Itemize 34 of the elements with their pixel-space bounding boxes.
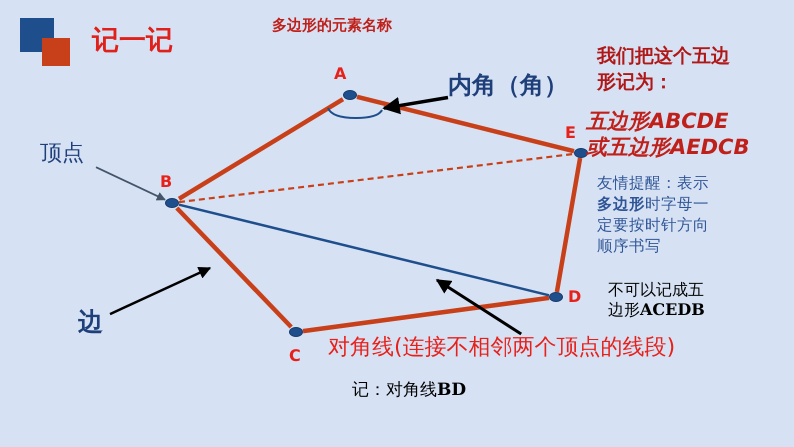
- leader-arrow: [436, 278, 522, 336]
- warning-text: 不可以记成五边形ACEDB: [608, 280, 706, 320]
- vertex-name: C: [289, 346, 301, 366]
- vertex-dot: [165, 198, 179, 208]
- heading: 记一记: [92, 24, 173, 58]
- diagonal-label: 对角线(连接不相邻两个顶点的线段): [328, 334, 758, 362]
- polygon-side: [356, 94, 575, 154]
- leader-arrow: [96, 166, 166, 201]
- dashed-diagonal: [178, 152, 574, 204]
- diagonal-line: [178, 203, 550, 297]
- side-label: 边: [78, 306, 110, 338]
- vertex-dot: [343, 90, 357, 100]
- vertex-dot: [549, 292, 563, 302]
- polygon-side: [302, 296, 550, 334]
- polygon-side: [554, 158, 582, 292]
- polygon-side: [178, 97, 344, 201]
- diagram-subtitle: 多边形的元素名称: [272, 16, 392, 35]
- vertex-label: 顶点: [40, 140, 96, 168]
- polygon-side: [175, 206, 293, 329]
- vertex-name: E: [565, 123, 576, 143]
- leader-arrow: [382, 96, 448, 114]
- vertex-name: A: [334, 64, 346, 84]
- note-text: 我们把这个五边形记为：: [597, 44, 731, 95]
- leader-arrow: [109, 266, 212, 316]
- angle-label: 内角（角）: [448, 70, 598, 100]
- reminder-text: 友情提醒：表示多边形时字母一定要按时针方向顺序书写: [597, 173, 709, 257]
- polygon-name: 五边形ABCDE: [586, 108, 728, 134]
- vertex-name: D: [568, 287, 582, 307]
- vertex-dot: [289, 327, 303, 337]
- polygon-name: 或五边形AEDCB: [586, 134, 750, 160]
- angle-arc: [326, 106, 384, 120]
- vertex-dot: [574, 148, 588, 158]
- notation-text: 记：对角线BD: [352, 380, 466, 402]
- vertex-name: B: [160, 172, 172, 192]
